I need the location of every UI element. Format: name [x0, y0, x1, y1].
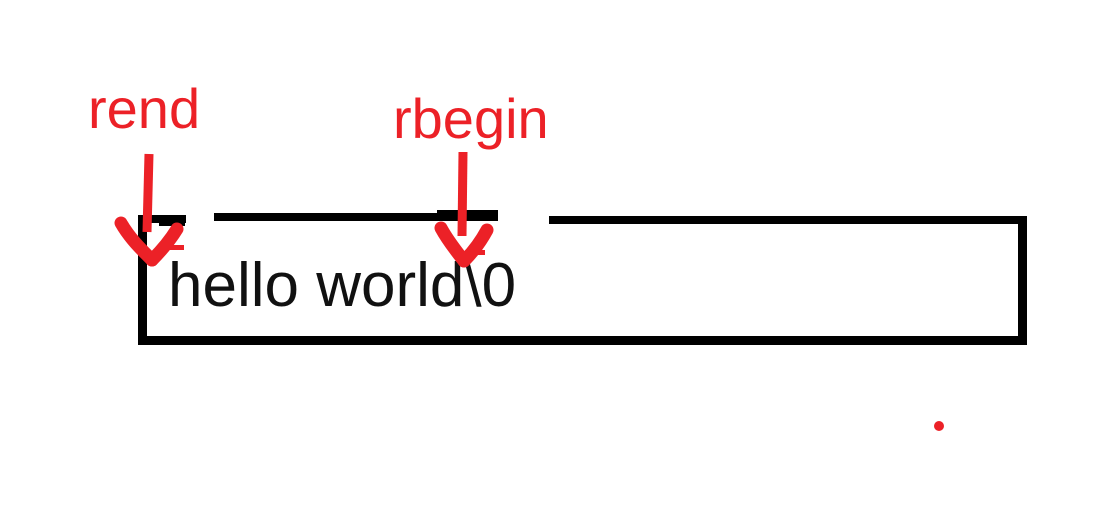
rend-arrow-head-stroke-right — [145, 222, 184, 267]
buffer-box-bottom-edge — [138, 336, 1027, 345]
rbegin-arrow-head-stroke-right — [457, 223, 494, 268]
buffer-box-top-segment-2 — [214, 213, 498, 221]
buffer-box-top-tick-left — [159, 219, 185, 226]
buffer-box-top-segment-3 — [549, 216, 1027, 224]
buffer-box-left-edge — [138, 219, 147, 345]
rbegin-stray-fleck — [470, 250, 485, 255]
buffer-box — [138, 210, 1027, 345]
rend-arrow-shaft — [142, 153, 154, 233]
rend-label: rend — [88, 77, 200, 140]
buffer-box-top-tick-right — [437, 210, 498, 217]
stray-dot-mark — [934, 421, 944, 431]
rbegin-label: rbegin — [393, 87, 549, 150]
rend-stray-fleck — [168, 245, 184, 250]
rend-annotation: rend — [88, 77, 200, 267]
rbegin-arrow-shaft — [457, 151, 468, 237]
rbegin-annotation: rbegin — [393, 87, 549, 268]
buffer-box-right-edge — [1018, 219, 1027, 345]
